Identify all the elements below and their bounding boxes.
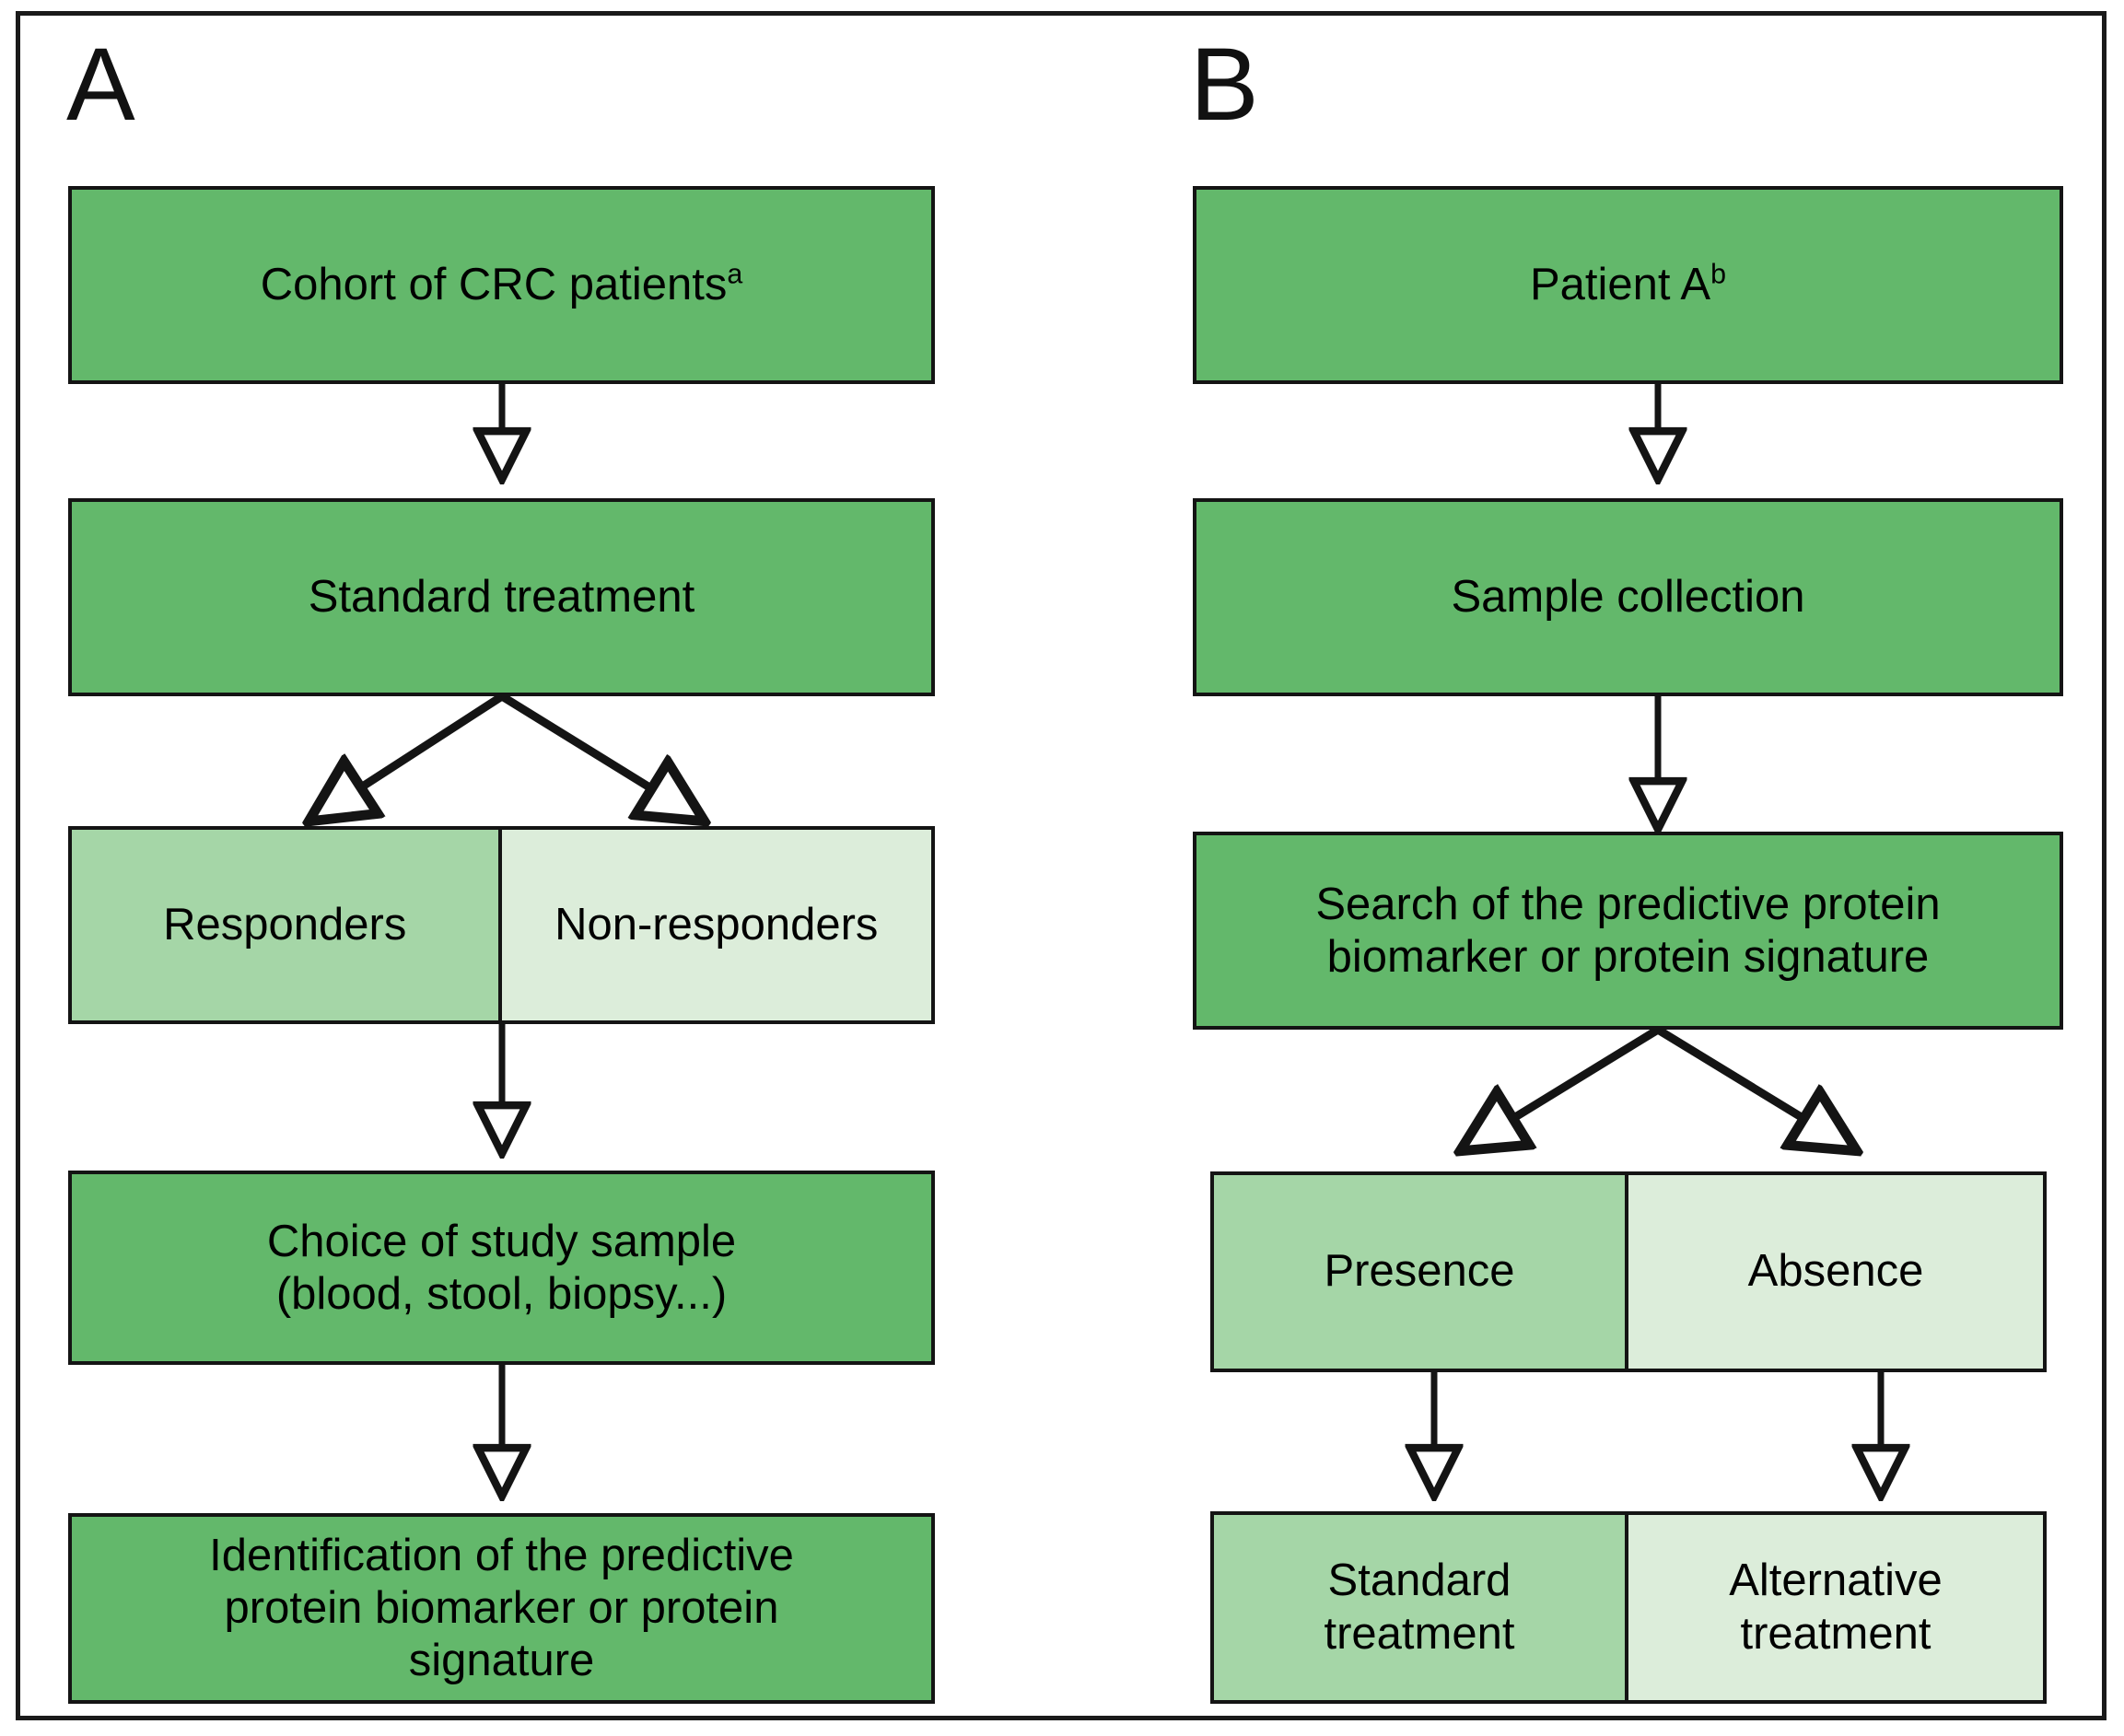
node-presence-absence-split: Presence Absence (1210, 1171, 2047, 1372)
node-non-responders[interactable]: Non-responders (501, 830, 931, 1020)
node-identification-line2: protein biomarker or protein (224, 1583, 779, 1634)
node-non-responders-label: Non-responders (554, 899, 879, 950)
node-identification-line1: Identification of the predictive (209, 1531, 794, 1581)
node-choice-of-study-sample[interactable]: Choice of study sample (blood, stool, bi… (68, 1171, 935, 1365)
node-choice-line1: Choice of study sample (266, 1216, 737, 1266)
node-presence[interactable]: Presence (1214, 1175, 1628, 1369)
node-search-predictive-biomarker[interactable]: Search of the predictive protein biomark… (1193, 832, 2063, 1030)
footnote-marker-b: b (1710, 258, 1727, 290)
node-standard-treatment-b-line1: Standard (1327, 1555, 1511, 1605)
node-identification-line3: signature (408, 1635, 595, 1685)
node-alternative-treatment-line1: Alternative (1729, 1555, 1943, 1605)
node-alternative-treatment[interactable]: Alternative treatment (1628, 1515, 2043, 1700)
node-treatment-split: Standard treatment Alternative treatment (1210, 1511, 2047, 1704)
node-presence-label: Presence (1324, 1246, 1515, 1297)
node-standard-treatment-b-line2: treatment (1324, 1608, 1515, 1659)
node-cohort-of-crc-patients[interactable]: Cohort of CRC patientsa (68, 186, 935, 384)
node-alternative-treatment-line2: treatment (1740, 1608, 1931, 1659)
panel-label-a: A (66, 27, 135, 142)
node-absence-label: Absence (1747, 1246, 1924, 1297)
node-patient-a[interactable]: Patient Ab (1193, 186, 2063, 384)
node-responders[interactable]: Responders (72, 830, 502, 1020)
node-search-line2: biomarker or protein signature (1326, 931, 1930, 982)
node-responders-split: Responders Non-responders (68, 826, 935, 1024)
node-patient-label: Patient A (1529, 260, 1711, 310)
node-identification-of-predictive-biomarker[interactable]: Identification of the predictive protein… (68, 1513, 935, 1704)
node-search-line1: Search of the predictive protein (1315, 879, 1941, 929)
node-sample-collection[interactable]: Sample collection (1193, 498, 2063, 696)
node-standard-treatment[interactable]: Standard treatment (68, 498, 935, 696)
node-standard-treatment-label: Standard treatment (308, 572, 695, 623)
node-cohort-label: Cohort of CRC patients (260, 260, 728, 310)
panel-label-b: B (1190, 27, 1259, 142)
node-responders-label: Responders (163, 899, 407, 950)
node-choice-line2: (blood, stool, biopsy...) (275, 1268, 728, 1319)
node-absence[interactable]: Absence (1628, 1175, 2043, 1369)
node-sample-collection-label: Sample collection (1451, 572, 1805, 623)
node-standard-treatment-b[interactable]: Standard treatment (1214, 1515, 1628, 1700)
footnote-marker-a: a (727, 258, 743, 290)
